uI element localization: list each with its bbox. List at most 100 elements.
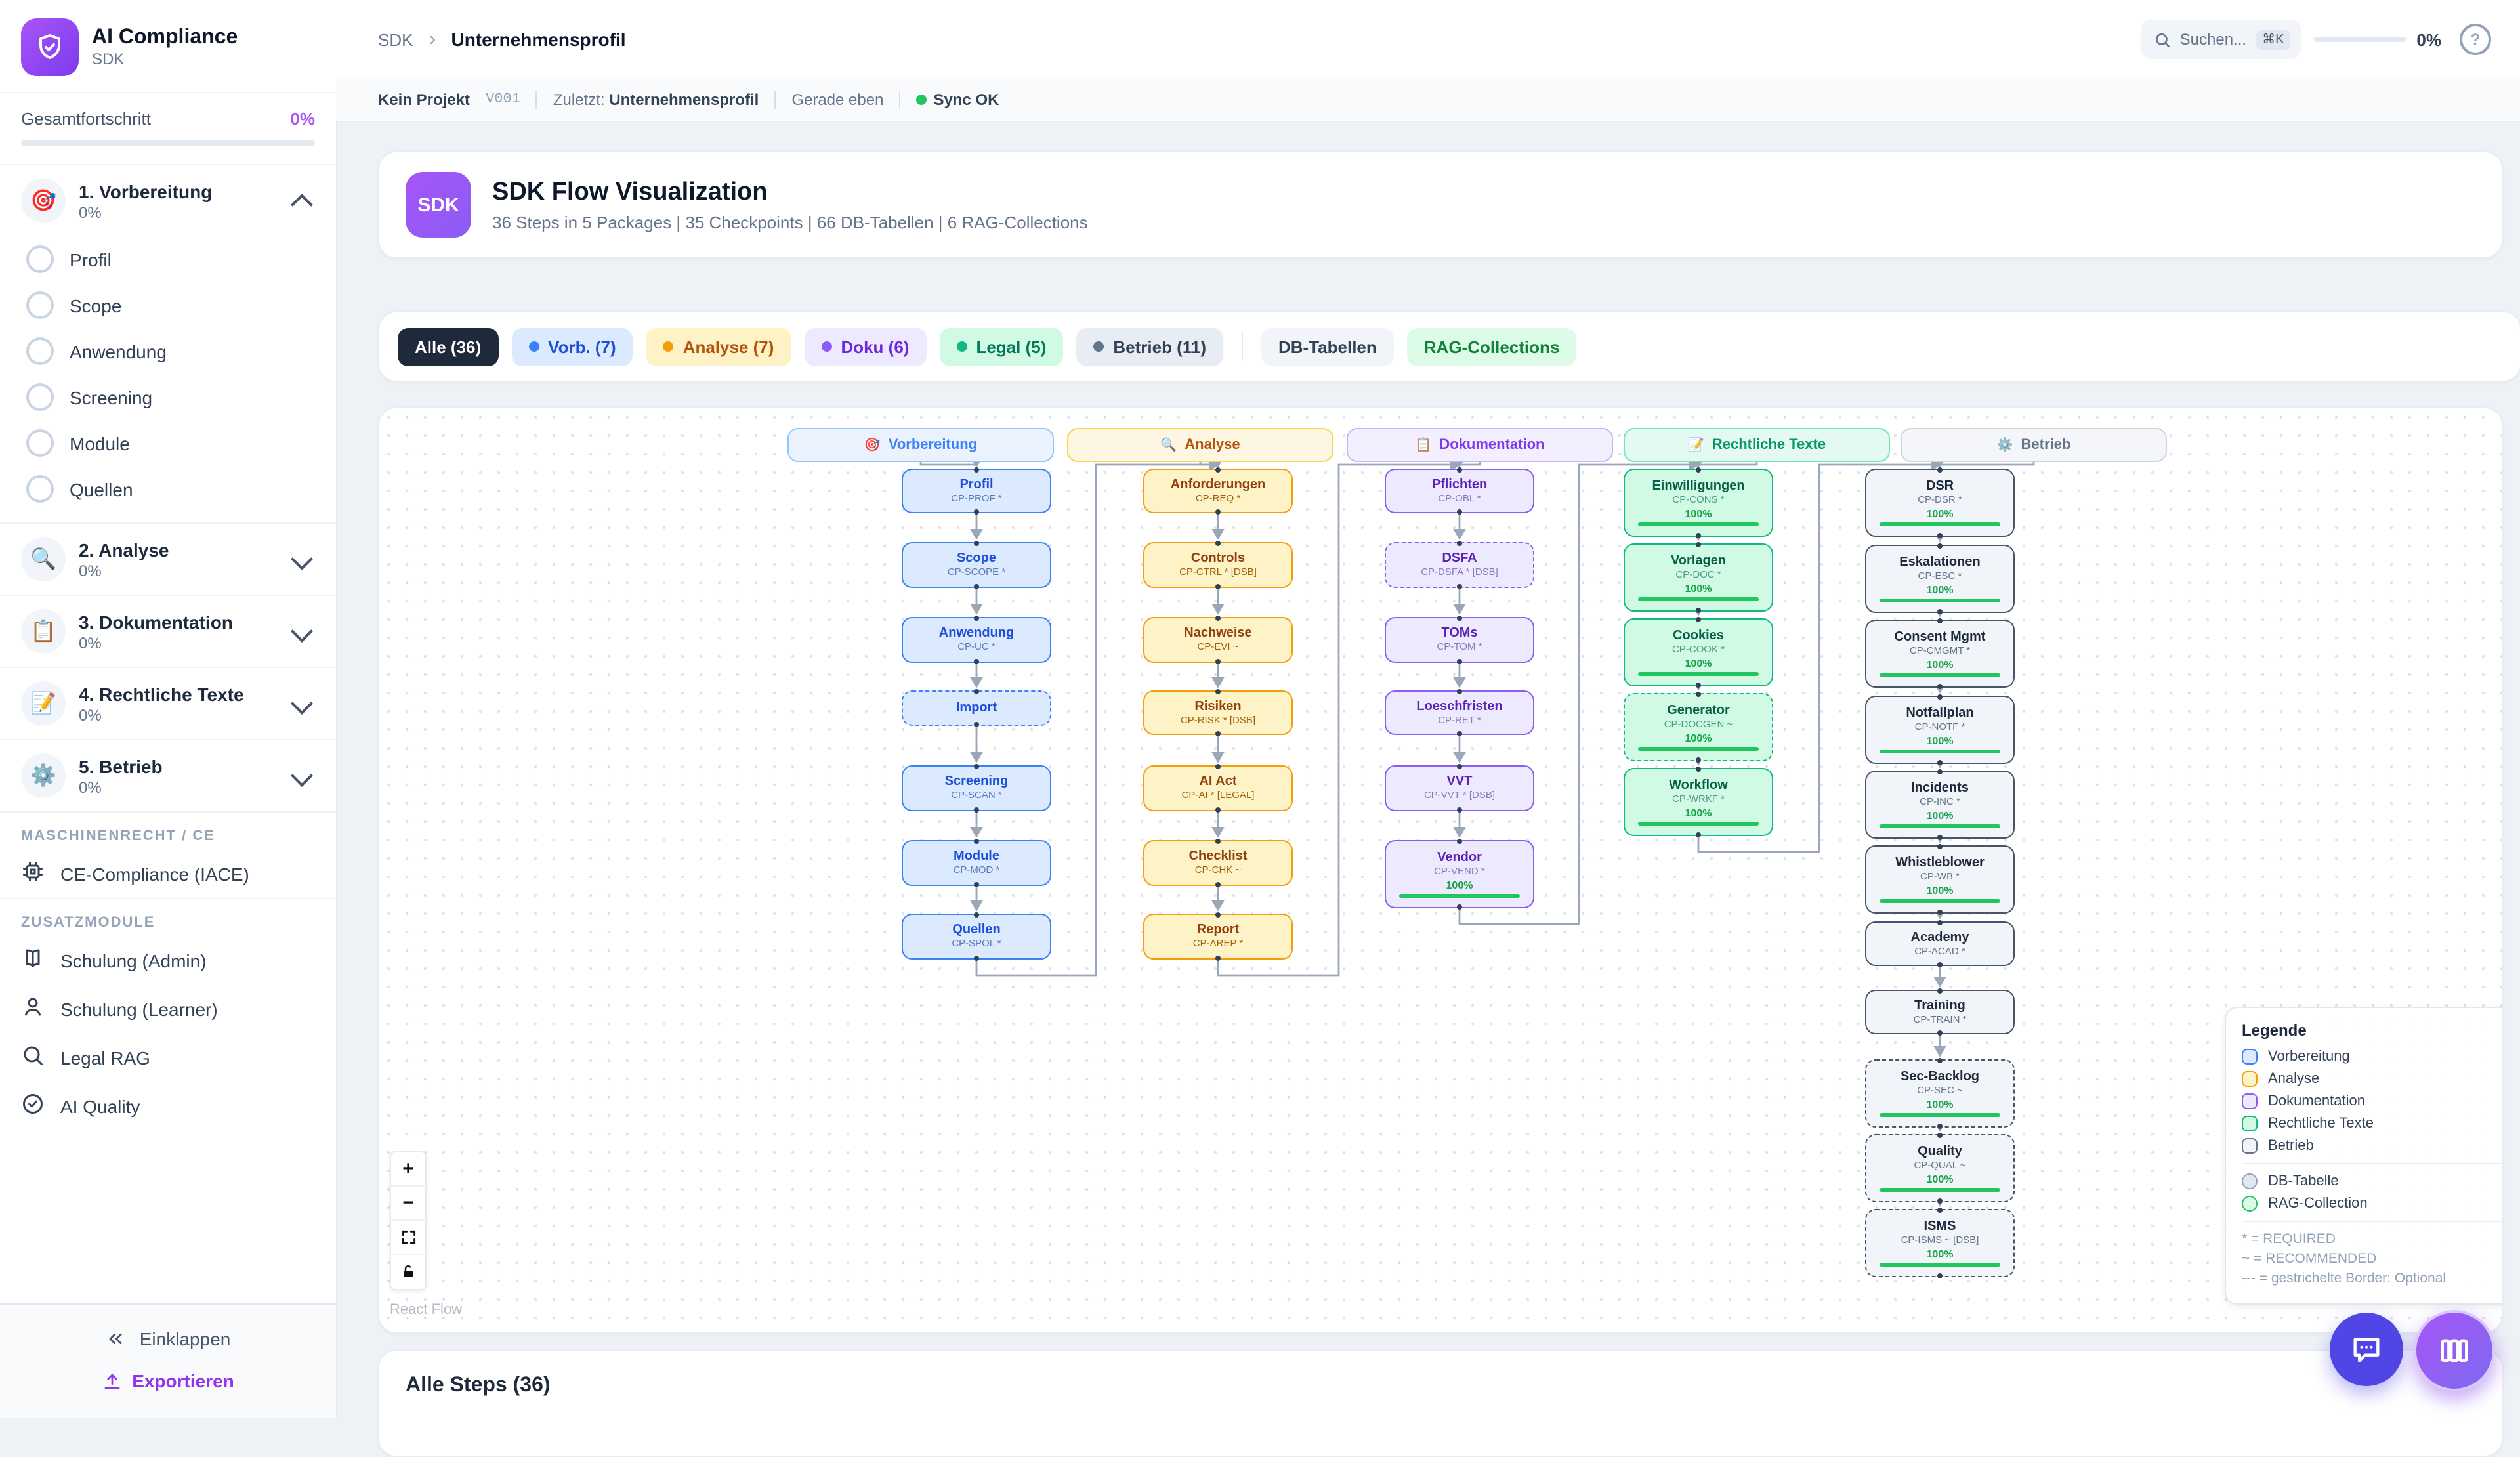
flow-package-header-dokumentation[interactable]: 📋Dokumentation bbox=[1347, 428, 1613, 462]
phase-item-5[interactable]: ⚙️ 5. Betrieb 0% bbox=[0, 740, 336, 811]
lock-button[interactable] bbox=[391, 1255, 425, 1289]
filter-pill-rag-collections[interactable]: RAG-Collections bbox=[1406, 327, 1577, 366]
node-title: Vorlagen bbox=[1670, 553, 1727, 568]
node-progress-bar bbox=[1399, 894, 1520, 898]
search-shortcut-kbd: ⌘K bbox=[2256, 30, 2291, 49]
flow-package-header-vorbereitung[interactable]: 🎯Vorbereitung bbox=[788, 428, 1054, 462]
sidebar-item-schulung-admin-[interactable]: Schulung (Admin) bbox=[0, 936, 336, 984]
sidebar-item-quellen[interactable]: Quellen bbox=[0, 466, 336, 512]
node-title: Import bbox=[956, 701, 998, 715]
flow-package-header-rechtliche-texte[interactable]: 📝Rechtliche Texte bbox=[1624, 428, 1890, 462]
node-title: Eskalationen bbox=[1899, 555, 1981, 570]
sidebar-item-module[interactable]: Module bbox=[0, 420, 336, 466]
node-title: Sec-Backlog bbox=[1900, 1069, 1980, 1084]
filter-pill-analyse-7-[interactable]: Analyse (7) bbox=[646, 327, 791, 366]
chevron-up-icon bbox=[291, 194, 313, 216]
filter-pill-vorb-7-[interactable]: Vorb. (7) bbox=[511, 327, 633, 366]
sidebar-item-ce-compliance[interactable]: CE-Compliance (IACE) bbox=[0, 849, 336, 898]
category-dot-icon bbox=[528, 341, 539, 352]
phase-item-2[interactable]: 🔍 2. Analyse 0% bbox=[0, 524, 336, 595]
page-subtitle: 36 Steps in 5 Packages | 35 Checkpoints … bbox=[492, 212, 1088, 232]
step-label: Anwendung bbox=[70, 341, 167, 362]
collapse-sidebar-button[interactable]: Einklappen bbox=[0, 1318, 336, 1360]
filter-pill-doku-6-[interactable]: Doku (6) bbox=[804, 327, 927, 366]
filter-pill-db-tabellen[interactable]: DB-Tabellen bbox=[1261, 327, 1394, 366]
sidebar-item-ai-quality[interactable]: AI Quality bbox=[0, 1082, 336, 1130]
chat-fab-button[interactable] bbox=[2330, 1313, 2403, 1386]
sidebar-item-legal-rag[interactable]: Legal RAG bbox=[0, 1033, 336, 1082]
help-icon[interactable]: ? bbox=[2460, 24, 2491, 55]
search-input[interactable]: Suchen... ⌘K bbox=[2140, 20, 2301, 59]
chevron-down-icon bbox=[291, 692, 313, 715]
node-title: DSR bbox=[1925, 478, 1954, 494]
node-checkpoint-code: CP-SCAN * bbox=[951, 789, 1002, 801]
legend-circle-icon bbox=[2242, 1196, 2258, 1212]
filter-pill-alle-36-[interactable]: Alle (36) bbox=[398, 327, 499, 366]
phase-item-3[interactable]: 📋 3. Dokumentation 0% bbox=[0, 596, 336, 667]
phase-item-4[interactable]: 📝 4. Rechtliche Texte 0% bbox=[0, 668, 336, 739]
sidebar-item-schulung-learner-[interactable]: Schulung (Learner) bbox=[0, 984, 336, 1033]
node-title: Whistleblower bbox=[1895, 855, 1984, 870]
flow-node-import[interactable]: Import bbox=[902, 689, 1051, 727]
fit-view-button[interactable] bbox=[391, 1221, 425, 1255]
sidebar-item-anwendung[interactable]: Anwendung bbox=[0, 328, 336, 374]
breadcrumb-sdk[interactable]: SDK bbox=[378, 30, 413, 49]
legend-swatch-icon bbox=[2242, 1049, 2258, 1065]
sidebar-item-screening[interactable]: Screening bbox=[0, 374, 336, 420]
export-button[interactable]: Exportieren bbox=[0, 1360, 336, 1402]
flow-package-header-analyse[interactable]: 🔍Analyse bbox=[1067, 428, 1334, 462]
filter-pill-betrieb-11-[interactable]: Betrieb (11) bbox=[1076, 327, 1223, 366]
phase-item-1[interactable]: 🎯 1. Vorbereitung 0% bbox=[0, 165, 336, 236]
filter-pill-legal-5-[interactable]: Legal (5) bbox=[939, 327, 1064, 366]
chevrons-left-icon bbox=[110, 1333, 123, 1345]
node-title: TOMs bbox=[1441, 626, 1478, 641]
node-title: VVT bbox=[1446, 774, 1473, 790]
node-checkpoint-code: CP-INC * bbox=[1920, 795, 1960, 807]
board-fab-button[interactable] bbox=[2414, 1310, 2495, 1391]
search-placeholder: Suchen... bbox=[2179, 30, 2247, 49]
zoom-out-button[interactable]: − bbox=[391, 1187, 425, 1221]
phase-emoji-icon: 🔍 bbox=[21, 537, 66, 581]
zoom-in-button[interactable]: + bbox=[391, 1152, 425, 1187]
sidebar-item-scope[interactable]: Scope bbox=[0, 282, 336, 328]
flow-package-header-betrieb[interactable]: ⚙️Betrieb bbox=[1900, 428, 2167, 462]
sidebar-item-profil[interactable]: Profil bbox=[0, 236, 336, 282]
chevron-down-icon bbox=[291, 620, 313, 643]
